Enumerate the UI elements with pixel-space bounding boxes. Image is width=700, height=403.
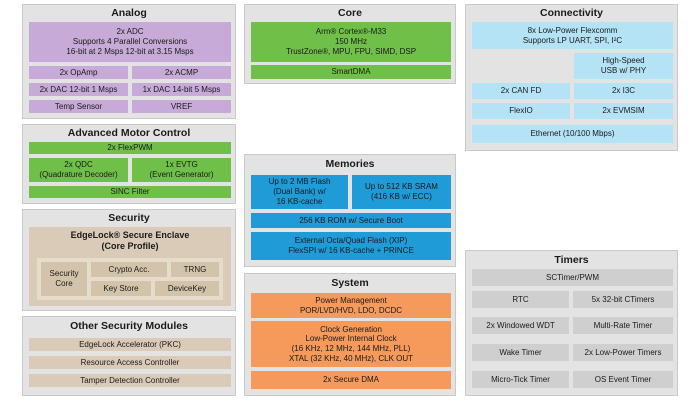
flash-line: (Dual Bank) w/ bbox=[273, 187, 326, 197]
windowed-wdt-block: 2x Windowed WDT bbox=[472, 317, 569, 334]
cortex-m33-block: Arm® Cortex®-M33 150 MHz TrustZone®, MPU… bbox=[251, 22, 451, 62]
cortex-line: 150 MHz bbox=[334, 37, 367, 47]
security-core-block: Security Core bbox=[41, 262, 87, 296]
adc-line: 16-bit at 2 Msps 12-bit at 3.15 Msps bbox=[66, 46, 194, 56]
dac12-block: 2x DAC 12-bit 1 Msps bbox=[29, 83, 128, 96]
security-core-line: Core bbox=[55, 279, 73, 288]
temp-sensor-block: Temp Sensor bbox=[29, 100, 128, 113]
vref-block: VREF bbox=[132, 100, 231, 113]
clock-line: Clock Generation bbox=[320, 324, 382, 334]
micro-tick-timer-block: Micro-Tick Timer bbox=[472, 371, 569, 388]
evtg-line: (Event Generator) bbox=[149, 170, 214, 179]
connectivity-title: Connectivity bbox=[539, 7, 603, 19]
security-title: Security bbox=[108, 212, 150, 224]
ethernet-block: Ethernet (10/100 Mbps) bbox=[472, 125, 673, 143]
flash-block: Up to 2 MB Flash (Dual Bank) w/ 16 KB-ca… bbox=[251, 175, 348, 209]
core-title: Core bbox=[338, 7, 362, 19]
evtg-block: 1x EVTG (Event Generator) bbox=[132, 158, 231, 182]
other-security-title: Other Security Modules bbox=[70, 320, 188, 332]
timers-panel: Timers SCTimer/PWM RTC 5x 32-bit CTimers… bbox=[465, 250, 678, 396]
edgelock-accelerator-block: EdgeLock Accelerator (PKC) bbox=[29, 338, 231, 351]
external-flash-line: FlexSPI w/ 16 KB-cache + PRINCE bbox=[288, 246, 414, 255]
flexio-block: FlexIO bbox=[472, 103, 570, 119]
resource-access-controller-block: Resource Access Controller bbox=[29, 356, 231, 369]
adc-block: 2x ADC Supports 4 Parallel Conversions 1… bbox=[29, 22, 231, 62]
analog-panel: Analog 2x ADC Supports 4 Parallel Conver… bbox=[22, 4, 236, 119]
sinc-filter-block: SINC Filter bbox=[29, 186, 231, 198]
cortex-line: Arm® Cortex®-M33 bbox=[315, 27, 387, 37]
dac14-block: 1x DAC 14-bit 5 Msps bbox=[132, 83, 231, 96]
sram-line: (416 KB w/ ECC) bbox=[371, 192, 432, 201]
os-event-timer-block: OS Event Timer bbox=[573, 371, 673, 388]
flexcomm-line: Supports LP UART, SPI, I²C bbox=[522, 35, 623, 45]
flexcomm-line: 8x Low-Power Flexcomm bbox=[527, 25, 618, 35]
power-management-block: Power Management POR/LVD/HVD, LDO, DCDC bbox=[251, 293, 451, 318]
crypto-acc-block: Crypto Acc. bbox=[91, 262, 167, 277]
adc-line: Supports 4 Parallel Conversions bbox=[72, 37, 188, 47]
edgelock-line: EdgeLock® Secure Enclave bbox=[70, 230, 190, 240]
usb-block: High-Speed USB w/ PHY bbox=[574, 53, 673, 79]
clock-line: (16 KHz, 12 MHz, 144 MHz, PLL) bbox=[291, 344, 411, 353]
flexpwm-block: 2x FlexPWM bbox=[29, 142, 231, 154]
motor-control-title: Advanced Motor Control bbox=[67, 127, 191, 139]
analog-title: Analog bbox=[111, 7, 147, 19]
external-flash-block: External Octa/Quad Flash (XIP) FlexSPI w… bbox=[251, 232, 451, 260]
evmsim-block: 2x EVMSIM bbox=[574, 103, 673, 119]
core-panel: Core Arm® Cortex®-M33 150 MHz TrustZone®… bbox=[244, 4, 456, 84]
external-flash-line: External Octa/Quad Flash (XIP) bbox=[294, 236, 408, 246]
cortex-line: TrustZone®, MPU, FPU, SIMD, DSP bbox=[285, 46, 417, 56]
power-line: Power Management bbox=[315, 295, 387, 305]
flash-line: 16 KB-cache bbox=[276, 196, 323, 206]
system-title: System bbox=[331, 277, 369, 289]
clock-line: XTAL (32 KHz, 40 MHz), CLK OUT bbox=[288, 353, 414, 363]
memories-title: Memories bbox=[325, 158, 375, 170]
qdc-line: 2x QDC bbox=[64, 160, 93, 170]
security-core-line: Security bbox=[49, 269, 79, 279]
sctimer-block: SCTimer/PWM bbox=[472, 269, 673, 286]
acmp-block: 2x ACMP bbox=[132, 66, 231, 79]
qdc-line: (Quadrature Decoder) bbox=[39, 170, 118, 179]
power-line: POR/LVD/HVD, LDO, DCDC bbox=[299, 305, 403, 315]
low-power-timers-block: 2x Low-Power Timers bbox=[573, 344, 673, 361]
i3c-block: 2x I3C bbox=[574, 83, 673, 99]
edgelock-line: (Core Profile) bbox=[101, 240, 159, 251]
connectivity-panel: Connectivity 8x Low-Power Flexcomm Suppo… bbox=[465, 4, 678, 151]
other-security-panel: Other Security Modules EdgeLock Accelera… bbox=[22, 316, 236, 396]
devicekey-block: DeviceKey bbox=[155, 281, 219, 296]
evtg-line: 1x EVTG bbox=[165, 160, 198, 170]
ctimers-block: 5x 32-bit CTimers bbox=[573, 291, 673, 308]
clock-generation-block: Clock Generation Low-Power Internal Cloc… bbox=[251, 321, 451, 367]
opamp-block: 2x OpAmp bbox=[29, 66, 128, 79]
system-panel: System Power Management POR/LVD/HVD, LDO… bbox=[244, 273, 456, 396]
multi-rate-timer-block: Multi-Rate Timer bbox=[573, 317, 673, 334]
usb-line: USB w/ PHY bbox=[600, 66, 647, 75]
clock-line: Low-Power Internal Clock bbox=[305, 334, 397, 344]
rtc-block: RTC bbox=[472, 291, 569, 308]
sram-line: Up to 512 KB SRAM bbox=[365, 182, 438, 192]
timers-title: Timers bbox=[554, 254, 589, 266]
wake-timer-block: Wake Timer bbox=[472, 344, 569, 361]
tamper-detection-controller-block: Tamper Detection Controller bbox=[29, 374, 231, 387]
trng-block: TRNG bbox=[171, 262, 219, 277]
rom-block: 256 KB ROM w/ Secure Boot bbox=[251, 213, 451, 228]
sram-block: Up to 512 KB SRAM (416 KB w/ ECC) bbox=[352, 175, 451, 209]
smartdma-block: SmartDMA bbox=[251, 65, 451, 79]
can-fd-block: 2x CAN FD bbox=[472, 83, 570, 99]
memories-panel: Memories Up to 2 MB Flash (Dual Bank) w/… bbox=[244, 154, 456, 267]
security-panel: Security EdgeLock® Secure Enclave (Core … bbox=[22, 209, 236, 311]
key-store-block: Key Store bbox=[91, 281, 151, 296]
flash-line: Up to 2 MB Flash bbox=[268, 177, 331, 187]
adc-line: 2x ADC bbox=[116, 27, 144, 37]
usb-line: High-Speed bbox=[602, 56, 645, 66]
qdc-block: 2x QDC (Quadrature Decoder) bbox=[29, 158, 128, 182]
motor-control-panel: Advanced Motor Control 2x FlexPWM 2x QDC… bbox=[22, 124, 236, 204]
flexcomm-block: 8x Low-Power Flexcomm Supports LP UART, … bbox=[472, 22, 673, 49]
secure-dma-block: 2x Secure DMA bbox=[251, 371, 451, 389]
